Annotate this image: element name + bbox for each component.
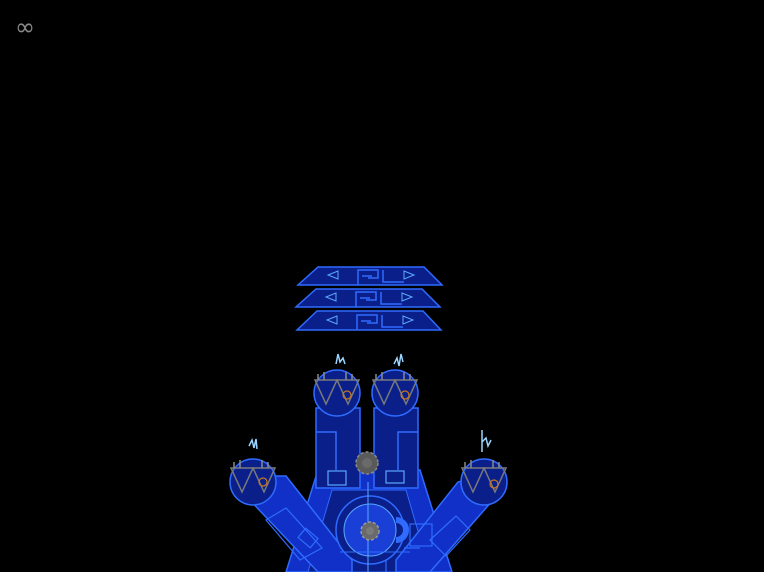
spark-icon xyxy=(335,353,346,365)
gear-icon xyxy=(355,451,379,475)
turret-mid-left xyxy=(313,369,361,417)
spark-icon xyxy=(248,437,258,450)
spark-icon xyxy=(481,430,492,452)
turret-mid-right xyxy=(371,369,419,417)
gear-icon xyxy=(360,521,380,541)
layer-panel-3 xyxy=(295,310,443,331)
turret-left xyxy=(229,458,277,506)
layer-panel-2 xyxy=(294,288,442,308)
turret-right xyxy=(460,458,508,506)
infinity-icon: ∞ xyxy=(15,13,35,41)
layer-panel-1 xyxy=(296,266,444,286)
layer-panels xyxy=(294,266,444,331)
spark-icon xyxy=(393,353,404,367)
lives-counter: ∞ xyxy=(15,12,41,42)
